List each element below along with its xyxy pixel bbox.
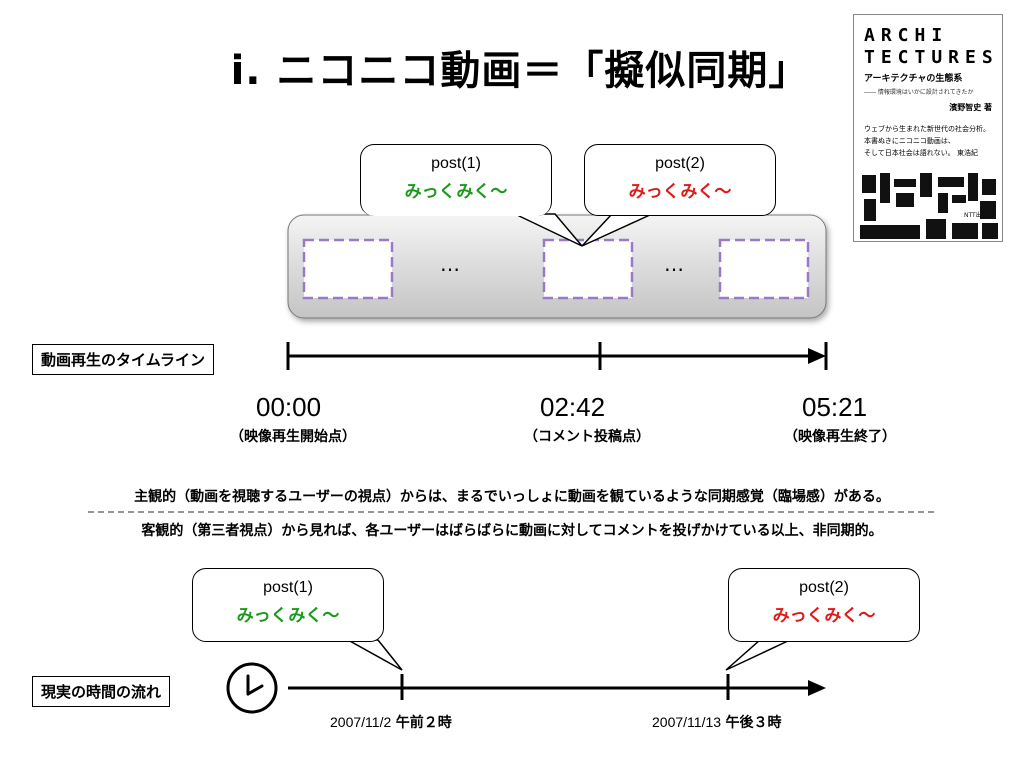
book-title-line1: ARCHI [864,25,949,46]
comment-text: みっくみく～ [772,606,876,626]
time-start-note: （映像再生開始点） [230,429,356,445]
time-comment-note: （コメント投稿点） [524,429,650,445]
book-tagline: ―― 情報環境はいかに設計されてきたか [864,89,974,96]
video-timeline-label: 動画再生のタイムライン [32,344,214,375]
frame-ellipsis-2: … [664,252,684,276]
time-comment: 02:42 [540,392,606,422]
video-frame-start [302,238,394,300]
frame-ellipsis-1: … [440,252,460,276]
book-blurb: ウェブから生まれた新世代の社会分析。 本書ぬきにニコニコ動画は、 そして日本社会… [864,125,990,157]
time-end-note: （映像再生終了） [784,429,896,445]
comment-bubble-bottom-post2: post(2) みっくみく～ [728,568,920,642]
video-timeline-arrowhead [808,348,826,364]
video-frame-comment [542,238,634,300]
comment-bubble-bottom-post1: post(1) みっくみく～ [192,568,384,642]
statement-subjective: 主観的（動画を視聴するユーザーの視点）からは、まるでいっしょに動画を観ているよう… [134,489,890,505]
bubble-tail-bottom-2 [725,639,791,671]
video-frame-end [718,238,810,300]
time-end: 05:21 [802,392,868,422]
clock-icon [226,662,278,714]
book-cover: ARCHI TECTURES アーキテクチャの生態系 ―― 情報環境はいかに設計… [853,14,1003,242]
real-timeline-label: 現実の時間の流れ [32,676,171,707]
page-title: i. ニコニコ動画＝「擬似同期」 [230,48,810,94]
comment-bubble-top-post1: post(1) みっくみく～ [360,144,552,216]
book-cover-art: NTT出版 [860,173,998,239]
comment-text: みっくみく～ [236,606,340,626]
date-post1: 2007/11/2 午前２時 [330,714,452,731]
book-title-line2: TECTURES [864,47,993,68]
date-post2: 2007/11/13 午後３時 [652,714,782,731]
comment-bubble-top-post2: post(2) みっくみく～ [584,144,776,216]
real-timeline-arrowhead [808,680,826,696]
statement-objective: 客観的（第三者視点）から見れば、各ユーザーはばらばらに動画に対してコメントを投げ… [141,523,883,539]
bubble-tail-bottom-1 [345,639,403,671]
svg-text:NTT出版: NTT出版 [964,211,988,219]
time-start: 00:00 [256,392,322,422]
comment-text: みっくみく～ [628,182,732,202]
book-subtitle: アーキテクチャの生態系 [864,74,963,84]
book-author: 濱野智史 著 [949,103,992,112]
comment-text: みっくみく～ [404,182,508,202]
